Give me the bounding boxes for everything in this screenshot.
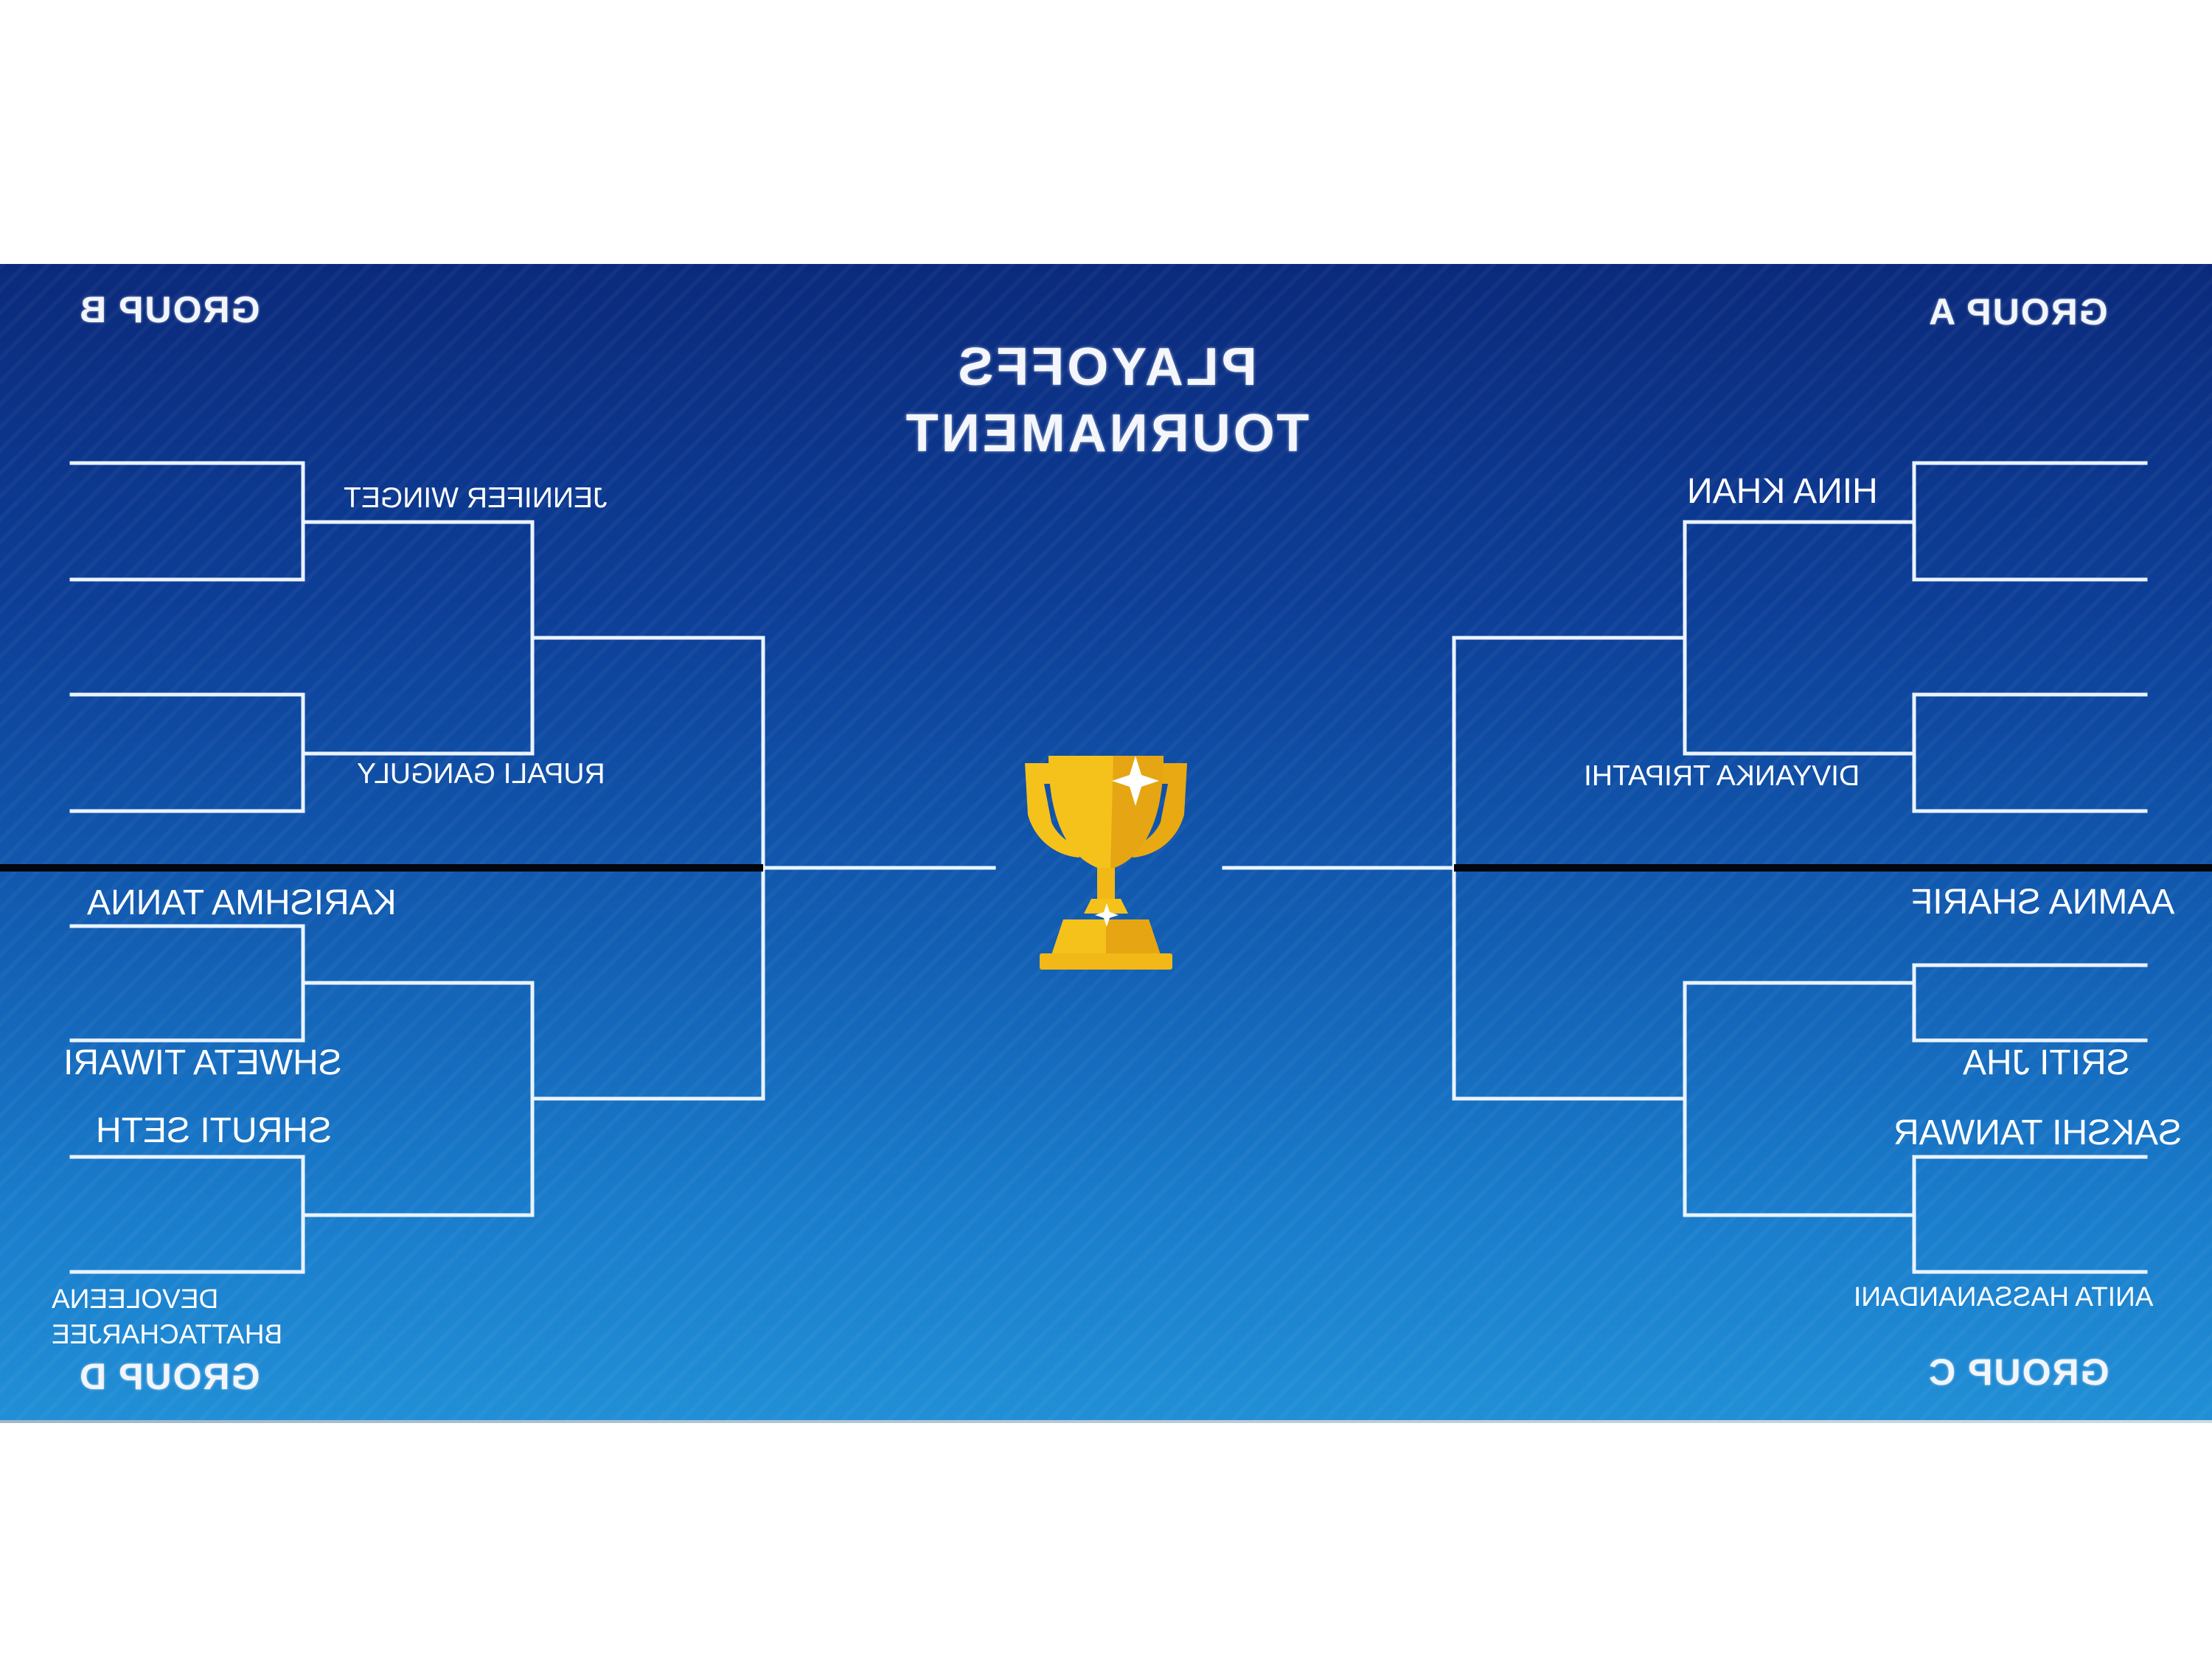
- player-sakshi-tanwar: SAKSHI TANWAR: [1893, 1113, 2183, 1152]
- bracket-semi-b: [301, 520, 535, 756]
- bracket-match-b1: [69, 461, 305, 582]
- group-b-label: GROUP B: [78, 289, 260, 330]
- player-hina-khan: HINA KHAN: [1687, 472, 1878, 511]
- bracket-semi-d: [301, 981, 535, 1217]
- player-devoleena-bhattacharjee: DEVOLEENA BHATTACHARJEE: [52, 1284, 283, 1350]
- group-a-label: GROUP A: [1927, 291, 2108, 333]
- trophy-icon: [1025, 756, 1187, 970]
- bracket-match-d1: [69, 924, 305, 1043]
- bracket-match-d2: [69, 1155, 305, 1274]
- title-line-1: PLAYOFFS: [955, 338, 1257, 397]
- player-anita-hassanandani: ANITA HASSANANDANI: [1854, 1281, 2154, 1312]
- player-divyanka-tripathi: DIVYANKA TRIPATHI: [1584, 760, 1860, 792]
- board-bottom-edge: [0, 1420, 2212, 1423]
- group-d-label: GROUP D: [78, 1356, 260, 1397]
- bracket-match-b2: [69, 692, 305, 813]
- bracket-semi-a: [1683, 520, 1916, 756]
- player-shruti-seth: SHRUTI SETH: [96, 1111, 333, 1150]
- player-aamna-sharif: AAMNA SHARIF: [1911, 883, 2175, 922]
- bracket-match-a2: [1912, 692, 2148, 813]
- player-sriti-jha: SRITI JHA: [1963, 1043, 2130, 1082]
- bracket-match-a1: [1912, 461, 2148, 582]
- player-karishma-tanna: KARISHMA TANNA: [87, 883, 397, 922]
- player-rupali-ganguly: RUPALI GANGULY: [357, 758, 605, 790]
- bracket-match-c1: [1912, 963, 2148, 1043]
- player-jennifer-winget: JENNIFER WINGET: [344, 482, 608, 514]
- group-c-label: GROUP C: [1927, 1352, 2110, 1393]
- bracket-match-c2: [1912, 1155, 2148, 1274]
- title-line-2: TOURNAMENT: [902, 404, 1310, 463]
- bracket-semi-c: [1683, 981, 1916, 1217]
- player-shweta-tiwari: SHWETA TIWARI: [63, 1043, 342, 1082]
